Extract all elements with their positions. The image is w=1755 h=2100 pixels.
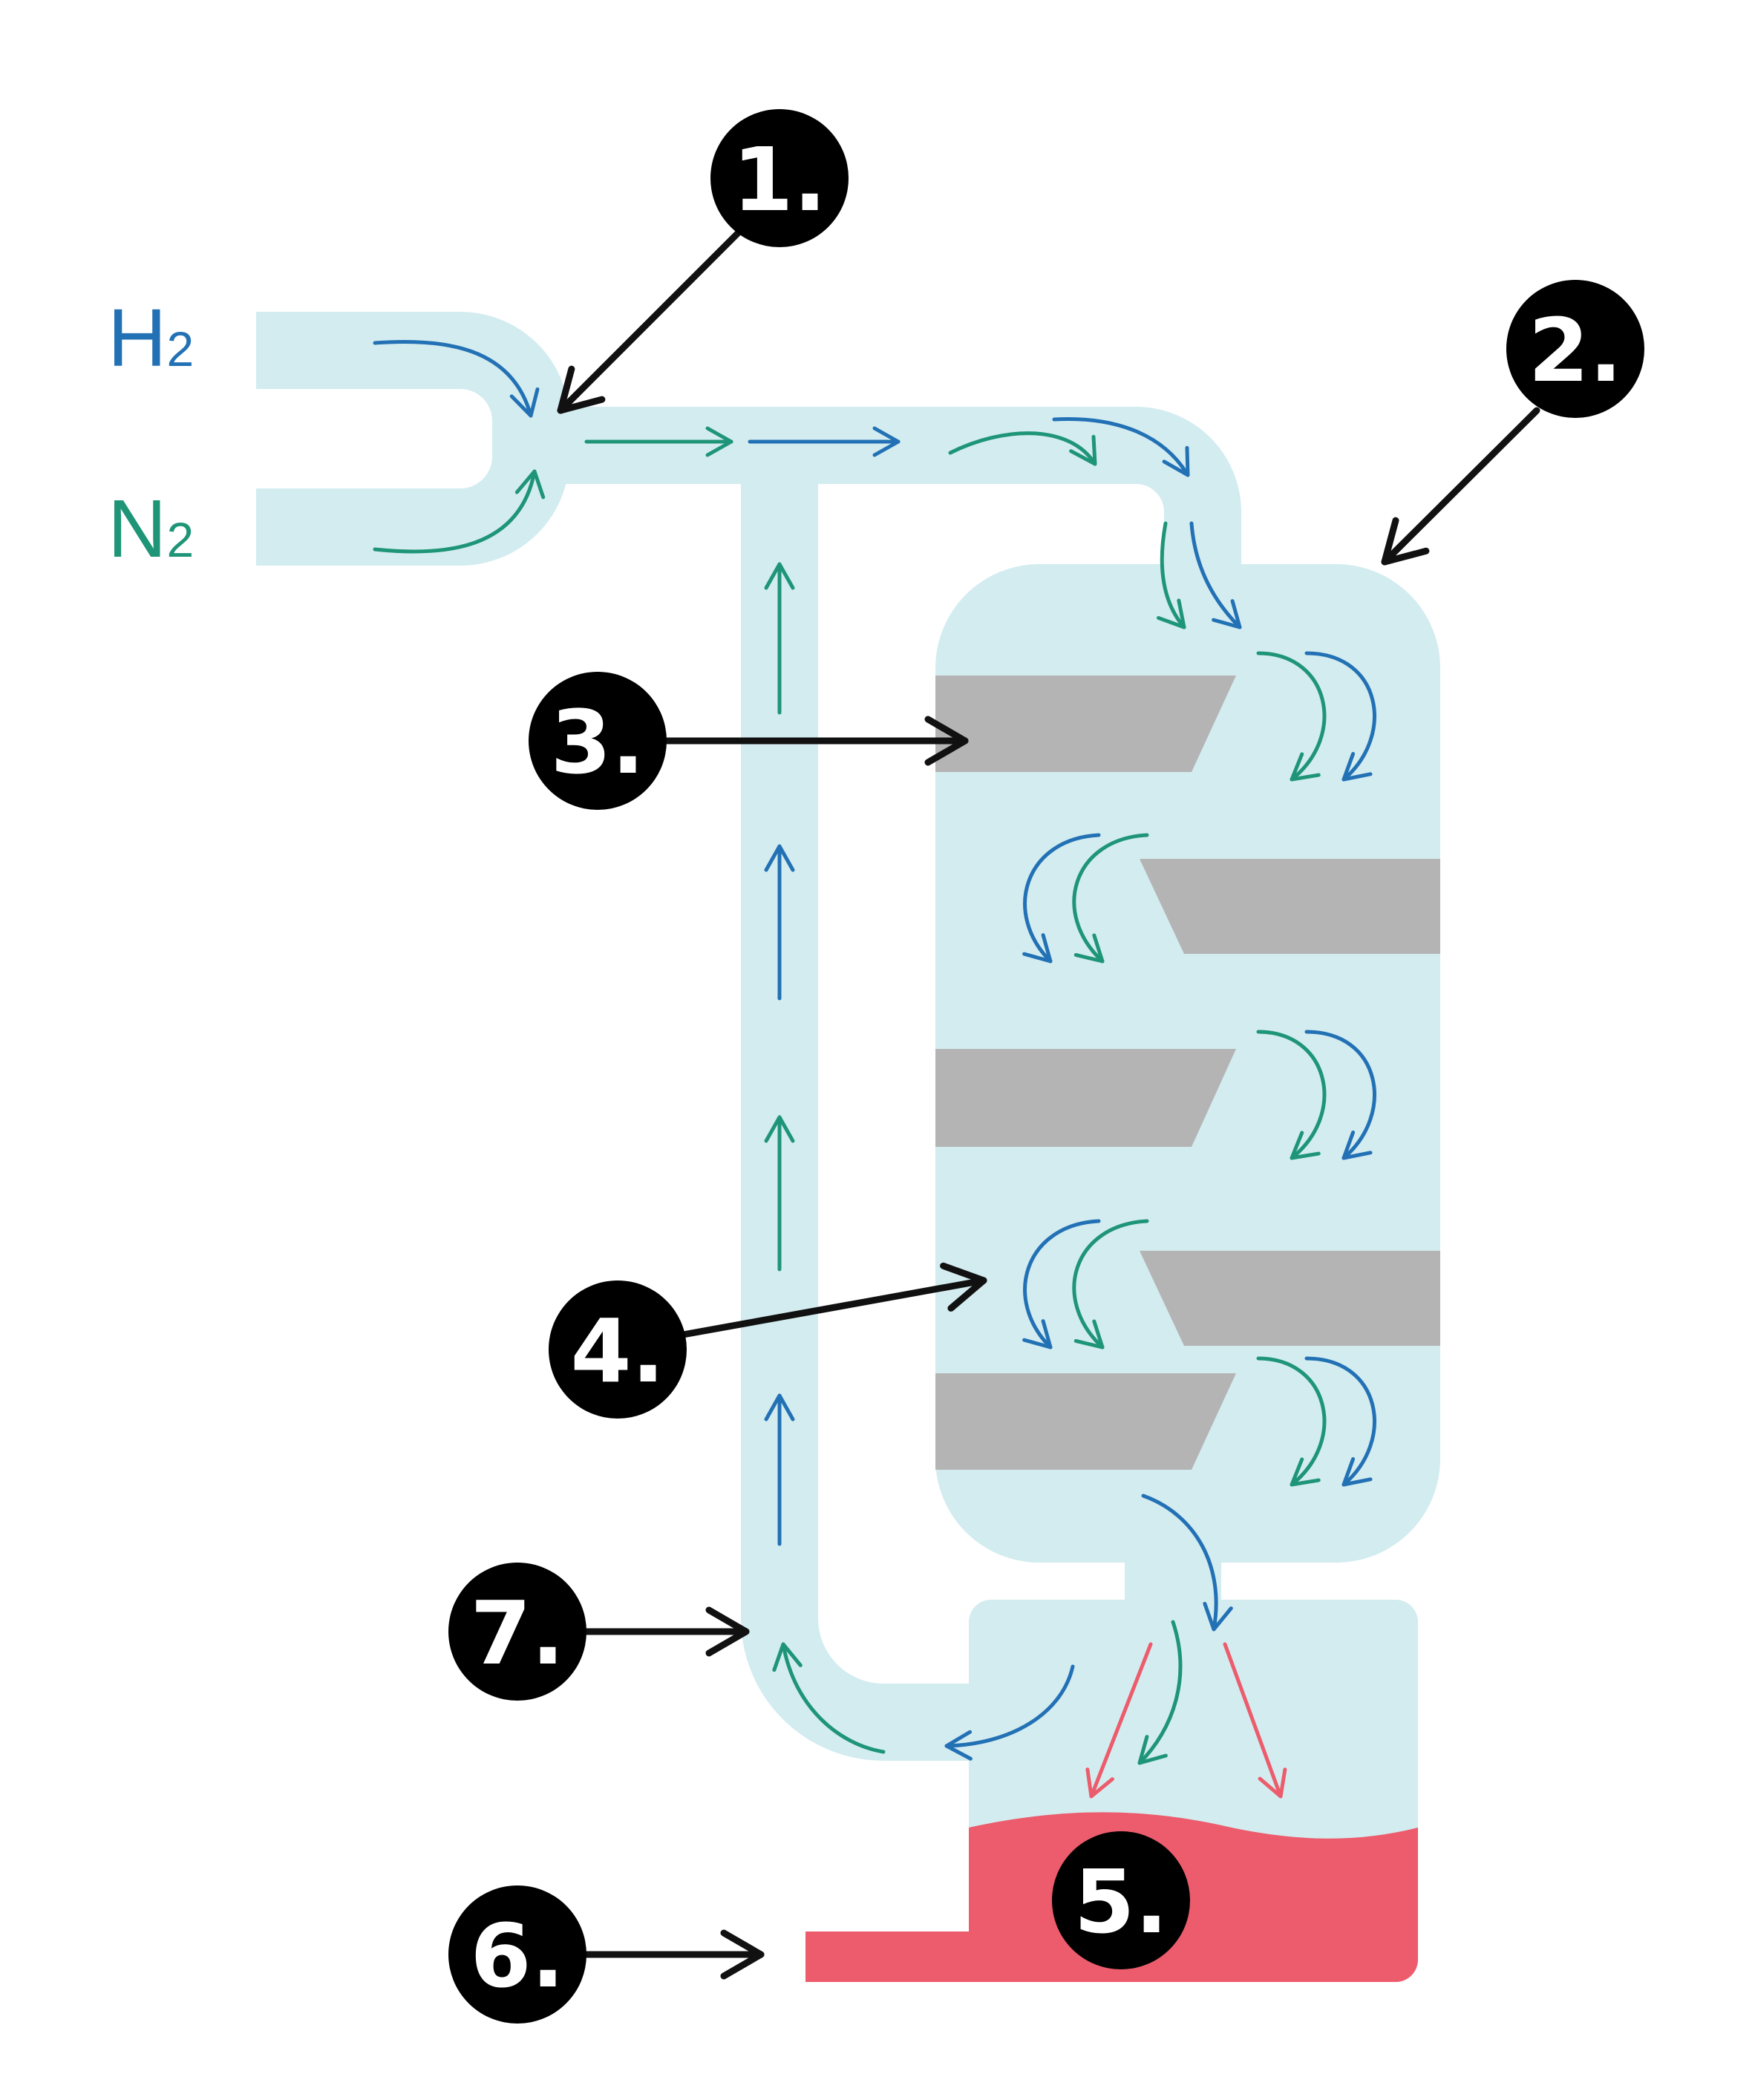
callout-badge-2: 2. [1506, 280, 1644, 418]
gas-exit-arrow [1141, 1494, 1233, 1632]
callout-number: 5. [1074, 1851, 1169, 1953]
catalyst-bed-5 [935, 1373, 1236, 1470]
gas-flow-arrows [373, 339, 1376, 1799]
callout-badge-4: 4. [549, 1280, 687, 1419]
callout-badge-1: 1. [710, 109, 849, 247]
gas-curl-arrow [1256, 651, 1327, 782]
mixed-flow-arrow [1157, 521, 1186, 629]
mixed-flow-arrow [1189, 521, 1242, 629]
callout-badge-3: 3. [529, 672, 667, 810]
n2-label: N2 [108, 483, 194, 575]
gas-curl-arrow [1022, 833, 1101, 964]
callout-badge-5: 5. [1052, 1831, 1190, 1969]
n2-inlet-pipe [256, 418, 569, 566]
callout-number: 1. [733, 128, 827, 231]
gas-curl-arrow [1304, 1356, 1376, 1487]
callout-number: 7. [471, 1582, 565, 1684]
gas-exit-arrow [1137, 1620, 1183, 1765]
callout-number: 4. [571, 1300, 665, 1402]
callout-number: 3. [551, 691, 645, 794]
ammonia-drain-pipe [805, 1931, 984, 1982]
recycle-flow-arrow [772, 1642, 886, 1754]
n2-flow-arrow [373, 469, 546, 554]
catalyst-beds [935, 676, 1440, 1470]
gas-curl-arrow [1072, 833, 1149, 964]
callout-number: 6. [471, 1905, 565, 2007]
catalyst-bed-3 [935, 1049, 1236, 1147]
gas-curl-arrow [1256, 1030, 1327, 1160]
gas-curl-arrow [1256, 1356, 1327, 1487]
catalyst-bed-1 [935, 676, 1236, 772]
mixed-flow-arrow [948, 431, 1097, 466]
pointer-arrows [557, 229, 1540, 1980]
gas-curl-arrow [1304, 1030, 1376, 1160]
callout-number: 2. [1529, 299, 1623, 402]
callout-badge-7: 7. [448, 1563, 586, 1701]
gas-curl-arrow [1304, 651, 1376, 782]
h2-flow-arrow [373, 339, 540, 418]
recycle-flow-arrow [944, 1664, 1075, 1761]
h2-label: H2 [108, 292, 194, 384]
catalyst-bed-2 [1140, 859, 1440, 954]
callout-badge-6: 6. [448, 1885, 586, 2024]
recycle-pipe [741, 453, 980, 1761]
pointer-arrow-2 [1381, 407, 1540, 566]
mixed-flow-arrow [1052, 416, 1190, 477]
ammonia-fall-arrow [1223, 1642, 1287, 1799]
catalyst-bed-4 [1140, 1251, 1440, 1346]
gas-curl-arrow [1022, 1219, 1101, 1350]
gas-curl-arrow [1072, 1219, 1149, 1350]
pointer-arrow-4 [679, 1262, 987, 1338]
pointer-arrow-1 [557, 229, 742, 414]
ammonia-fall-arrow [1085, 1642, 1153, 1799]
h2-inlet-pipe [256, 312, 569, 459]
